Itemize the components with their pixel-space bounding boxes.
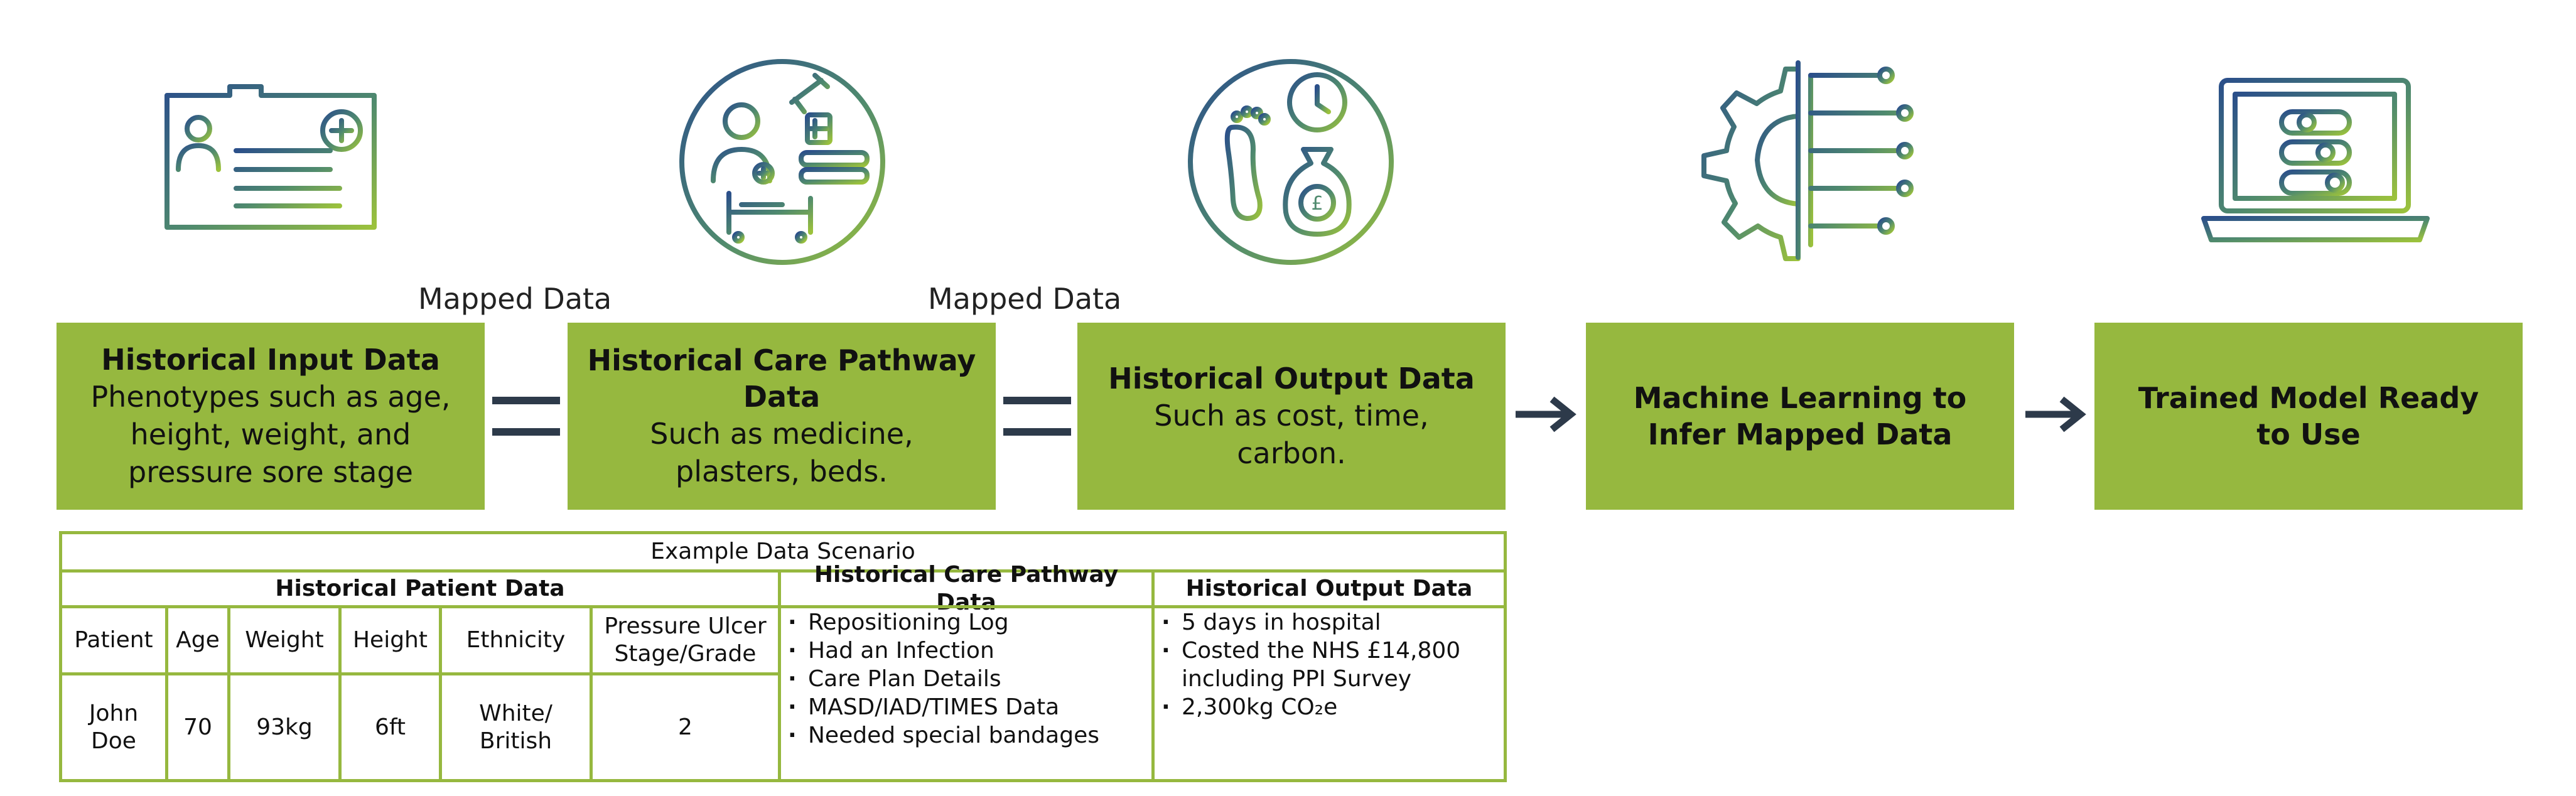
outputs-icon: £ <box>1184 55 1398 269</box>
column-header: Weight <box>245 627 324 653</box>
outputs-list: 5 days in hospital Costed the NHS £14,80… <box>1158 608 1484 721</box>
equals-sign <box>1003 397 1071 436</box>
box-title: Trained Model Ready to Use <box>2138 381 2479 451</box>
table-cell: John Doe <box>89 700 139 754</box>
list-item: 2,300kg CO₂e <box>1158 693 1484 721</box>
list-item: 5 days in hospital <box>1158 608 1484 637</box>
patient-id-card-icon <box>161 82 380 232</box>
box-title: Historical Output Data <box>1108 362 1475 395</box>
list-item: Costed the NHS £14,800 including PPI Sur… <box>1158 637 1484 693</box>
table-cell: 2 <box>678 714 693 740</box>
mapped-data-label: Mapped Data <box>928 282 1122 316</box>
care-pathway-icon <box>676 55 889 269</box>
table-cell: 93kg <box>256 714 313 740</box>
arrow-right-icon <box>2023 394 2088 434</box>
example-data-table: Example Data Scenario Historical Patient… <box>59 531 1507 782</box>
box-subtitle: Such as medicine, plasters, beds. <box>650 417 913 488</box>
box-subtitle: Phenotypes such as age, height, weight, … <box>90 380 451 489</box>
care-pathway-list: Repositioning Log Had an Infection Care … <box>784 608 1099 750</box>
column-header: Ethnicity <box>466 627 566 653</box>
list-item: Needed special bandages <box>784 721 1099 750</box>
machine-learning-box: Machine Learning to Infer Mapped Data <box>1586 323 2014 510</box>
arrow-right-icon <box>1513 394 1578 434</box>
list-item: MASD/IAD/TIMES Data <box>784 693 1099 721</box>
historical-output-box: Historical Output Data Such as cost, tim… <box>1077 323 1506 510</box>
box-title: Machine Learning to Infer Mapped Data <box>1633 381 1967 451</box>
group-header: Historical Output Data <box>1185 576 1473 601</box>
table-cell: 6ft <box>374 714 406 740</box>
table-cell: White/ British <box>479 700 552 754</box>
care-pathway-box: Historical Care Pathway Data Such as med… <box>568 323 996 510</box>
column-header: Age <box>176 627 220 653</box>
equals-sign <box>492 397 560 436</box>
trained-model-box: Trained Model Ready to Use <box>2094 323 2523 510</box>
column-header: Patient <box>74 627 153 653</box>
box-subtitle: Such as cost, time, carbon. <box>1154 399 1429 470</box>
group-header: Historical Care Pathway Data <box>814 562 1119 615</box>
laptop-model-icon <box>2200 75 2431 250</box>
column-header: Height <box>352 627 428 653</box>
group-header: Historical Patient Data <box>275 576 565 601</box>
box-title: Historical Input Data <box>101 343 440 377</box>
table-title: Example Data Scenario <box>650 539 915 564</box>
column-header: Pressure Ulcer Stage/Grade <box>604 613 767 667</box>
svg-text:£: £ <box>1311 193 1323 215</box>
list-item: Repositioning Log <box>784 608 1099 637</box>
list-item: Care Plan Details <box>784 665 1099 693</box>
list-item: Had an Infection <box>784 637 1099 665</box>
historical-input-box: Historical Input Data Phenotypes such as… <box>57 323 485 510</box>
gear-circuit-icon <box>1691 56 1917 264</box>
box-title: Historical Care Pathway Data <box>587 343 976 414</box>
mapped-data-label: Mapped Data <box>418 282 612 316</box>
table-cell: 70 <box>183 714 212 740</box>
